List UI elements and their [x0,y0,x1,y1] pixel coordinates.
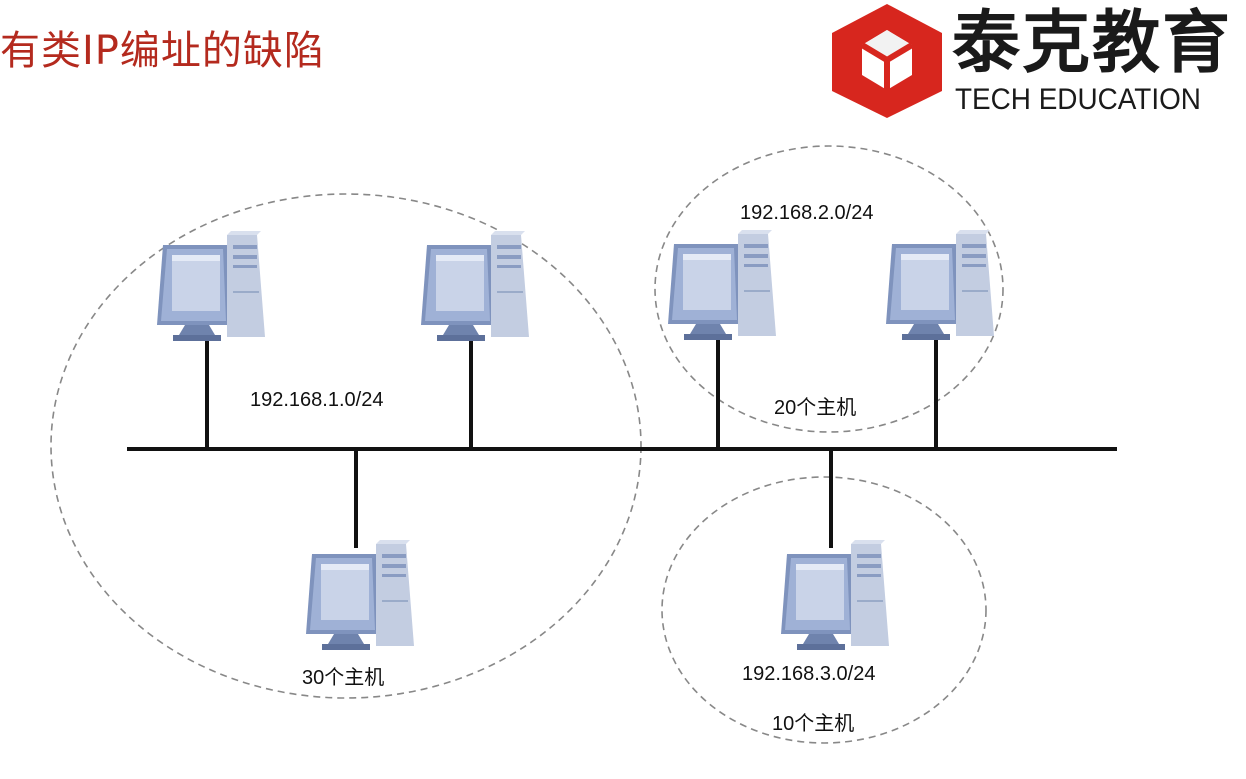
computer-icon [306,540,414,650]
computer-icon [781,540,889,650]
subnet-2-hosts-label: 20个主机 [774,396,856,419]
computer-icon [886,230,994,340]
subnet-1-hosts-label: 30个主机 [302,666,384,689]
logo-brand-chinese: 泰克教育 [952,4,1233,83]
subnet-boundary-1 [50,193,642,699]
computer-icon [668,230,776,340]
logo-brand-english: TECH EDUCATION [955,83,1201,116]
computer-icon [157,231,265,341]
subnet-1-network-label: 192.168.1.0/24 [250,389,383,411]
subnet-3-network-label: 192.168.3.0/24 [742,663,875,685]
subnet-boundary-3 [661,476,987,744]
subnet-3-hosts-label: 10个主机 [772,712,854,735]
subnet-boundary-2 [654,145,1004,433]
computer-icon [421,231,529,341]
tech-education-logo-icon [832,4,942,118]
page-title: 有类IP编址的缺陷 [0,28,325,74]
subnet-2-network-label: 192.168.2.0/24 [740,202,873,224]
